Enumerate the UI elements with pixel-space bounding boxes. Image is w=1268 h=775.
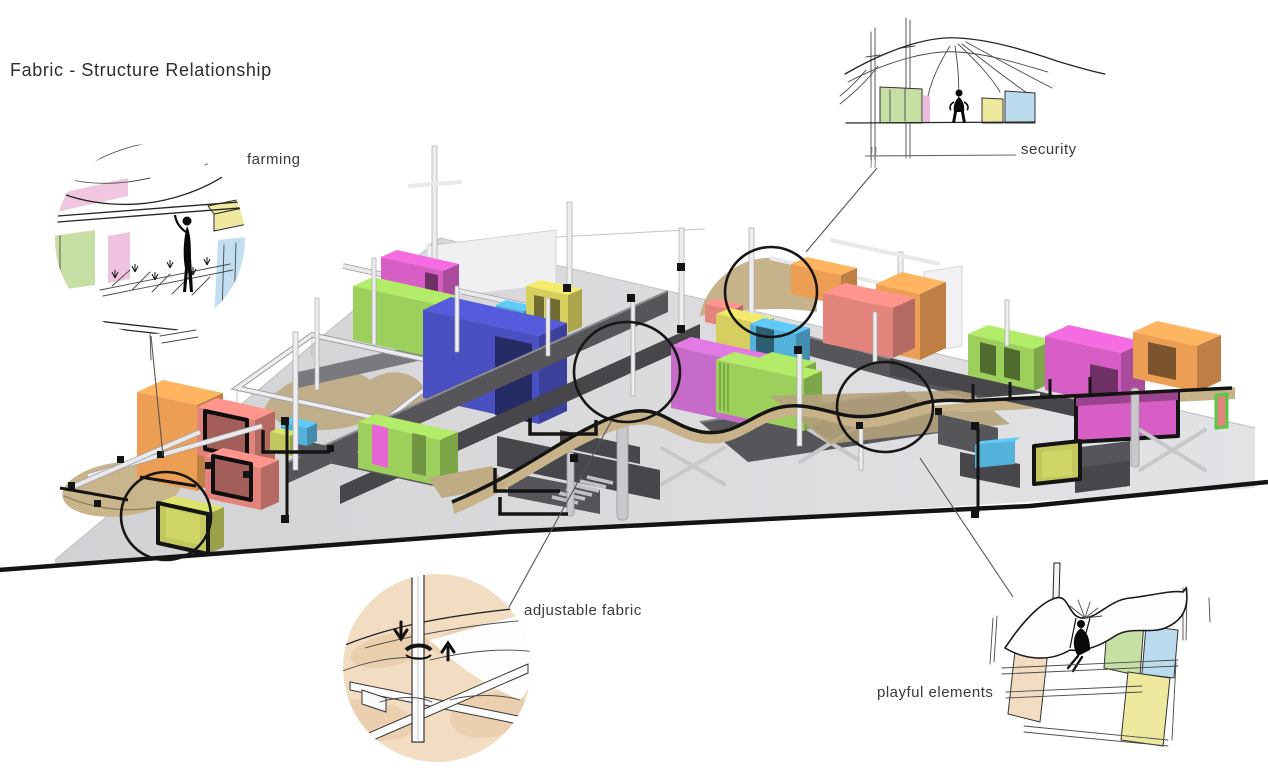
steel-channel-right: [890, 358, 1090, 420]
person-silhouette-security: [949, 89, 969, 123]
cross-braces: [660, 422, 864, 486]
columns-round: [566, 423, 629, 521]
page-title: Fabric - Structure Relationship: [10, 60, 272, 80]
section-cut-lines: [59, 263, 1233, 523]
module-box-green-lower-left: [358, 414, 458, 486]
security-leader: [805, 167, 878, 253]
adjustable-fabric-detail-sketch: [343, 574, 531, 762]
module-box-orange-far-right: [1133, 321, 1221, 392]
module-box-salmon-lower: [205, 448, 279, 510]
farming-label: farming: [247, 151, 301, 168]
beams-white-left: [68, 423, 263, 491]
playful-elements-callout-circle: [835, 360, 935, 454]
cross-brace-far-right: [1130, 387, 1207, 472]
leader-lines: [150, 167, 1014, 611]
ground-line: [0, 479, 1268, 573]
person-silhouette-swinging: [1066, 617, 1091, 673]
playful-elements-detail-sketch: [989, 562, 1211, 747]
module-box-green-right: [968, 325, 1054, 391]
cut-markers: [68, 263, 979, 523]
playful-elements-leader: [919, 457, 1014, 598]
panel-green-framed-right: [1214, 392, 1229, 430]
farming-leader: [150, 335, 164, 457]
module-box-olive-section: [156, 496, 224, 556]
farming-callout-circle: [119, 470, 213, 562]
adjustable-fabric-label: adjustable fabric: [524, 602, 642, 619]
playful-elements-label: playful elements: [877, 684, 994, 701]
adjustable-fabric-callout-circle: [572, 320, 682, 424]
adjust-arrows: [393, 620, 456, 662]
structural-posts-front: [292, 257, 1010, 471]
security-label: security: [1021, 141, 1077, 158]
module-box-cyan-section-right: [975, 437, 1021, 468]
farming-detail-sketch: [55, 144, 245, 361]
security-callout-circle: [723, 245, 819, 339]
person-silhouette-farming: [173, 214, 193, 292]
module-box-magenta-section: [1074, 390, 1180, 444]
annotation-circles: [119, 245, 935, 562]
security-detail-sketch: [839, 17, 1106, 169]
module-box-olive-section-right: [1032, 439, 1082, 486]
